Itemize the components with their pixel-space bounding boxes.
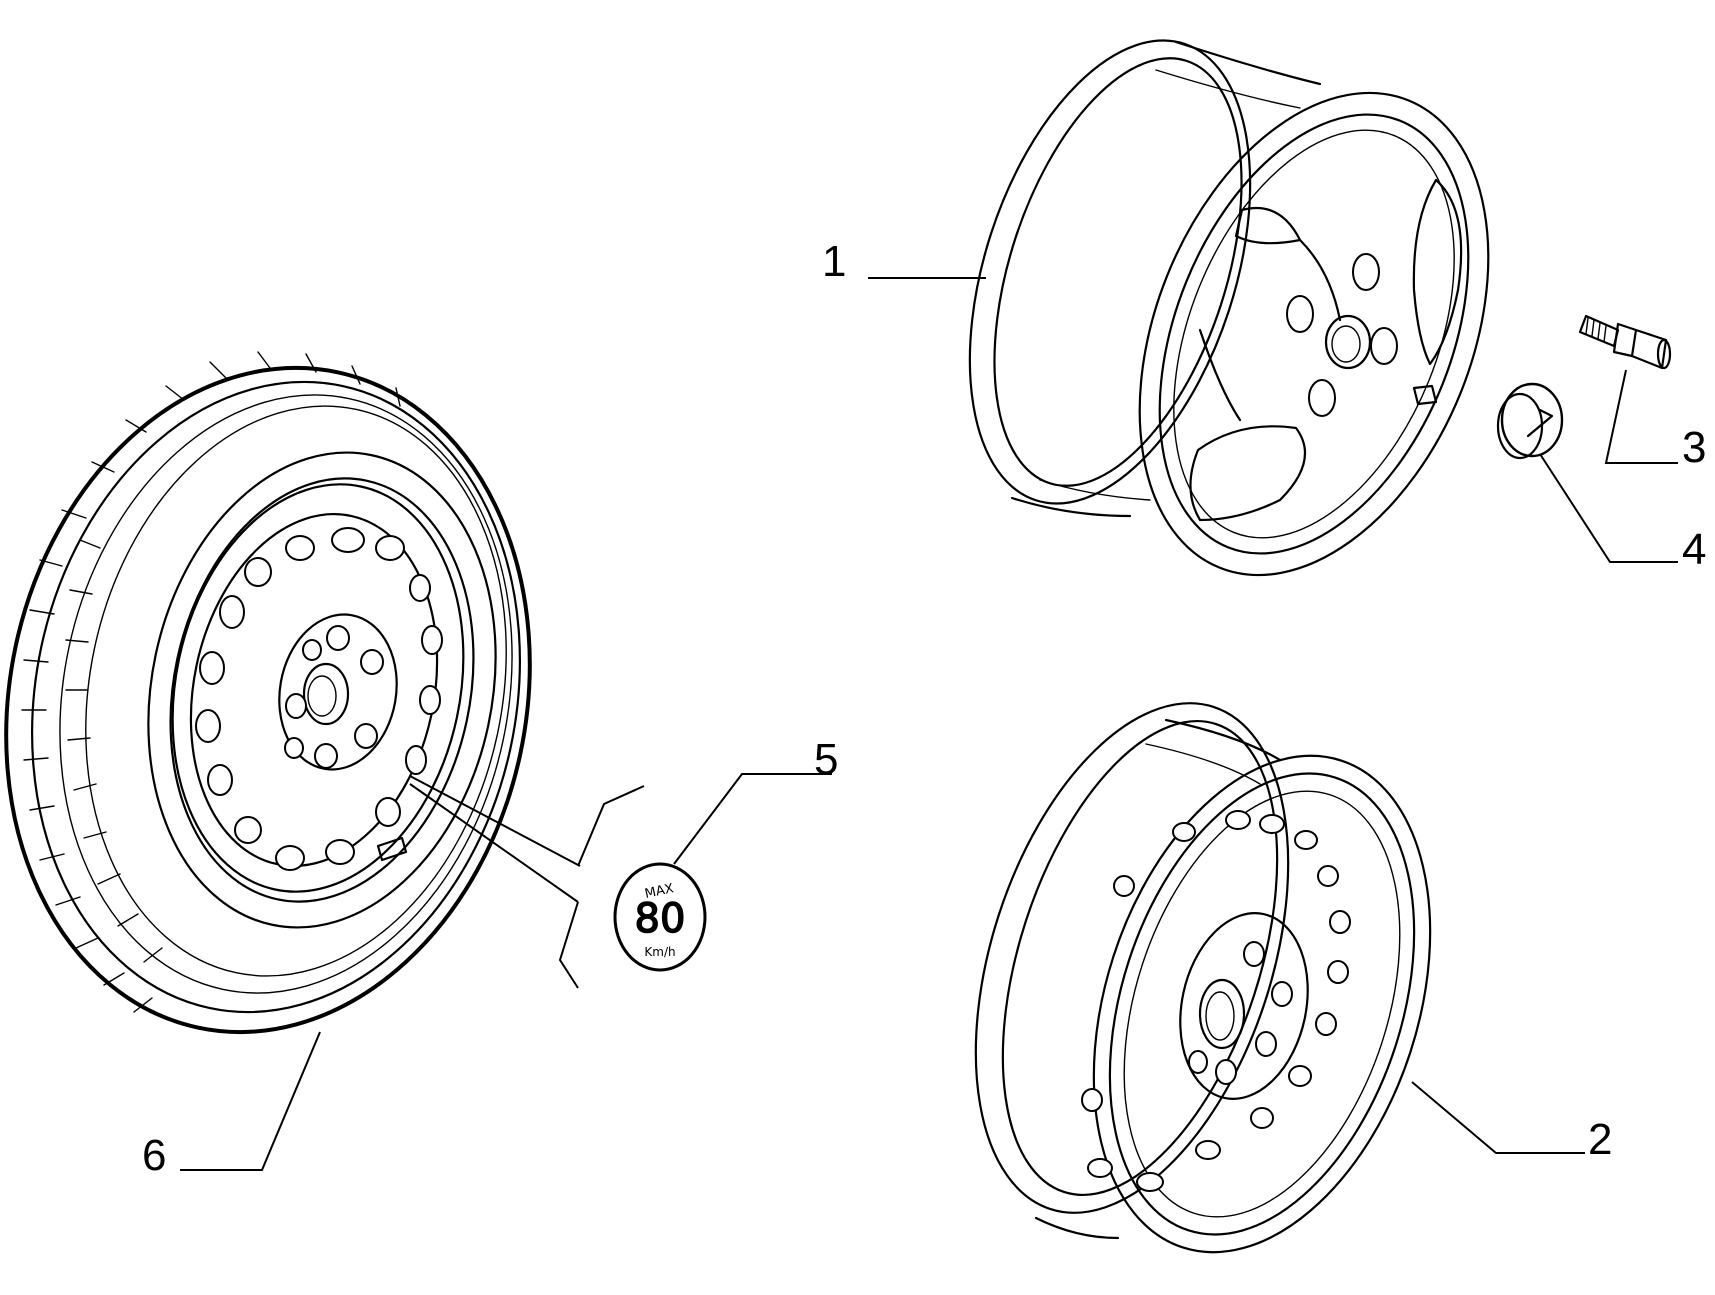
steel-wheel-icon [974,702,1432,1254]
callout-3: 3 [1682,423,1706,472]
callout-1: 1 [822,237,846,286]
wheel-bolt-icon [1578,314,1672,370]
hub-cap-icon [1496,382,1564,460]
callout-4: 4 [1682,525,1706,574]
leader-lines [180,277,1678,1171]
callout-5: 5 [814,735,838,784]
badge-max-text: MAX [644,881,676,902]
callout-2: 2 [1588,1115,1612,1164]
spare-wheel-icon [4,351,532,1035]
alloy-wheel-icon [968,39,1490,577]
badge-unit-text: Km/h [644,945,675,959]
callout-6: 6 [142,1131,166,1180]
speed-limit-label-icon: MAX 80 Km/h [613,862,707,972]
badge-speed-text: 80 [635,896,686,942]
